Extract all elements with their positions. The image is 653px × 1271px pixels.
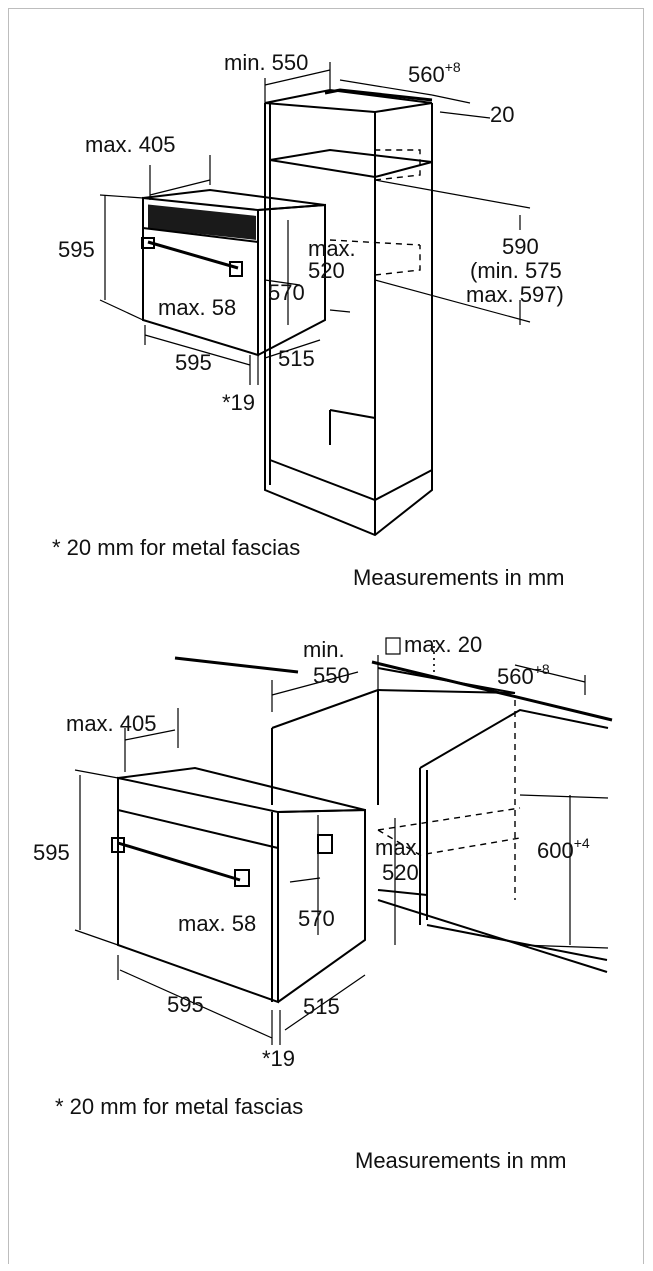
footnote-metal-fascias-1: * 20 mm for metal fascias: [52, 535, 300, 560]
label-max-58: max. 58: [178, 911, 256, 936]
dimension-lines-2: [74, 655, 609, 1045]
label-min: min.: [303, 637, 345, 662]
label-570: 570: [298, 906, 335, 931]
label-590: 590: [502, 234, 539, 259]
label-600: 600+4: [537, 835, 590, 863]
dimension-lines-1: [99, 62, 531, 366]
page-frame: [8, 8, 644, 1264]
label-height-595: 595: [33, 840, 70, 865]
square-icon: [385, 637, 401, 655]
base-cabinet-drawing: [174, 640, 613, 973]
label-max: max.: [308, 236, 356, 261]
label-20: 20: [490, 102, 514, 127]
label-520: 520: [308, 258, 345, 283]
base-unit-diagram: min. 550 max. 20 560+8 max. 405 595 max.…: [33, 632, 613, 1173]
label-max-597: max. 597): [466, 282, 564, 307]
label-515: 515: [278, 346, 315, 371]
label-560: 560+8: [497, 661, 550, 689]
label-max-405: max. 405: [85, 132, 176, 157]
label-max-405: max. 405: [66, 711, 157, 736]
label-min-575: (min. 575: [470, 258, 562, 283]
label-min-550: min. 550: [224, 50, 308, 75]
label-560: 560+8: [408, 59, 461, 87]
label-515: 515: [303, 994, 340, 1019]
units-note-2: Measurements in mm: [355, 1148, 567, 1173]
tall-cabinet-drawing: [264, 88, 433, 537]
label-star-19: *19: [262, 1046, 295, 1071]
label-570: 570: [268, 280, 305, 305]
oven-drawing-2: [111, 766, 366, 1004]
units-note-1: Measurements in mm: [353, 565, 565, 590]
oven-drawing-1: [141, 188, 326, 385]
label-width-595: 595: [167, 992, 204, 1017]
label-550: 550: [313, 663, 350, 688]
label-height-595: 595: [58, 237, 95, 262]
tall-unit-diagram: min. 550 560+8 20 max. 405 595 max. 520 …: [52, 50, 565, 590]
dimension-labels-2: min. 550 max. 20 560+8 max. 405 595 max.…: [33, 632, 590, 1071]
dimension-labels-1: min. 550 560+8 20 max. 405 595 max. 520 …: [58, 50, 564, 415]
label-max-58: max. 58: [158, 295, 236, 320]
footnote-metal-fascias-2: * 20 mm for metal fascias: [55, 1094, 303, 1119]
label-star-19: *19: [222, 390, 255, 415]
label-max-20: max. 20: [404, 632, 482, 657]
label-width-595: 595: [175, 350, 212, 375]
label-max: max.: [375, 835, 423, 860]
label-520: 520: [382, 860, 419, 885]
